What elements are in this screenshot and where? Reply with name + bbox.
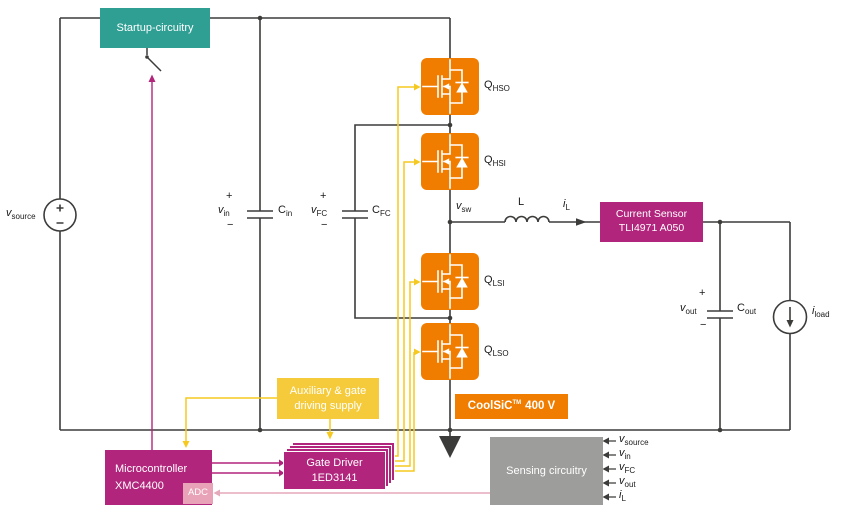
- label-v-source: vsource: [6, 207, 36, 222]
- sensing-input-v-fc: vFC: [619, 461, 636, 476]
- current-sensor-block: Current Sensor TLI4971 A050: [600, 202, 703, 242]
- power-wires: [59, 17, 791, 498]
- label-cin-plus: +: [226, 190, 233, 202]
- adc-block: ADC: [183, 483, 213, 504]
- ground-icon: [439, 436, 461, 458]
- current-arrows: [576, 218, 609, 501]
- load-current-source-icon: [772, 299, 808, 335]
- label-q-lso: QLSO: [484, 344, 509, 359]
- label-v-fc: vFC: [311, 204, 328, 219]
- label-cfc-plus: +: [320, 190, 327, 202]
- startup-circuitry-label: Startup-circuitry: [116, 21, 194, 34]
- cfc-branch: [342, 124, 450, 319]
- sensing-input-v-out: vout: [619, 475, 636, 490]
- coolsic-voltage: 400 V: [525, 400, 556, 413]
- sensing-circuitry-block: Sensing circuitry: [490, 437, 603, 505]
- label-cout-plus: +: [699, 287, 706, 299]
- voltage-source-icon: [43, 198, 77, 232]
- sensing-input-v-source: vsource: [619, 433, 649, 448]
- label-v-out: vout: [680, 302, 697, 317]
- aux-supply-block: Auxiliary & gate driving supply: [277, 378, 379, 419]
- label-cout-minus: −: [700, 319, 707, 331]
- label-i-load: iload: [812, 305, 830, 320]
- control-wires: [151, 81, 280, 474]
- label-v-sw: vsw: [456, 200, 472, 215]
- label-c-in: Cin: [278, 204, 293, 219]
- sensing-input-v-in: vin: [619, 447, 631, 462]
- gate-supply-wires: [185, 86, 415, 472]
- label-cin-minus: −: [227, 219, 234, 231]
- mosfet-modules: [421, 58, 479, 380]
- control-arrows: [148, 74, 285, 477]
- label-c-fc: CFC: [372, 204, 391, 219]
- label-v-in: vin: [218, 204, 230, 219]
- startup-circuitry-block: Startup-circuitry: [100, 8, 210, 48]
- label-inductor: L: [518, 196, 525, 208]
- adc-feedback-wire: [213, 489, 490, 497]
- junction-dots: [257, 15, 723, 433]
- label-i-l: iL: [563, 198, 570, 213]
- cin-branch: [247, 18, 273, 430]
- inductor-icon: [504, 215, 550, 223]
- il-arrow: [576, 218, 587, 226]
- startup-switch-icon: [145, 48, 162, 72]
- label-q-lsi: QLSI: [484, 274, 505, 289]
- label-q-hso: QHSO: [484, 79, 510, 94]
- sensing-input-stubs: [609, 440, 616, 498]
- label-c-out: Cout: [737, 302, 757, 317]
- coolsic-badge: CoolSiCTM 400 V: [455, 394, 568, 419]
- coolsic-name: CoolSiCTM: [467, 400, 522, 413]
- label-cfc-minus: −: [321, 219, 328, 231]
- label-q-hsi: QHSI: [484, 154, 506, 169]
- gate-driver-block: Gate Driver 1ED3141: [283, 451, 386, 490]
- sensing-input-i-l: iL: [619, 489, 626, 504]
- gate-supply-arrows: [182, 83, 421, 448]
